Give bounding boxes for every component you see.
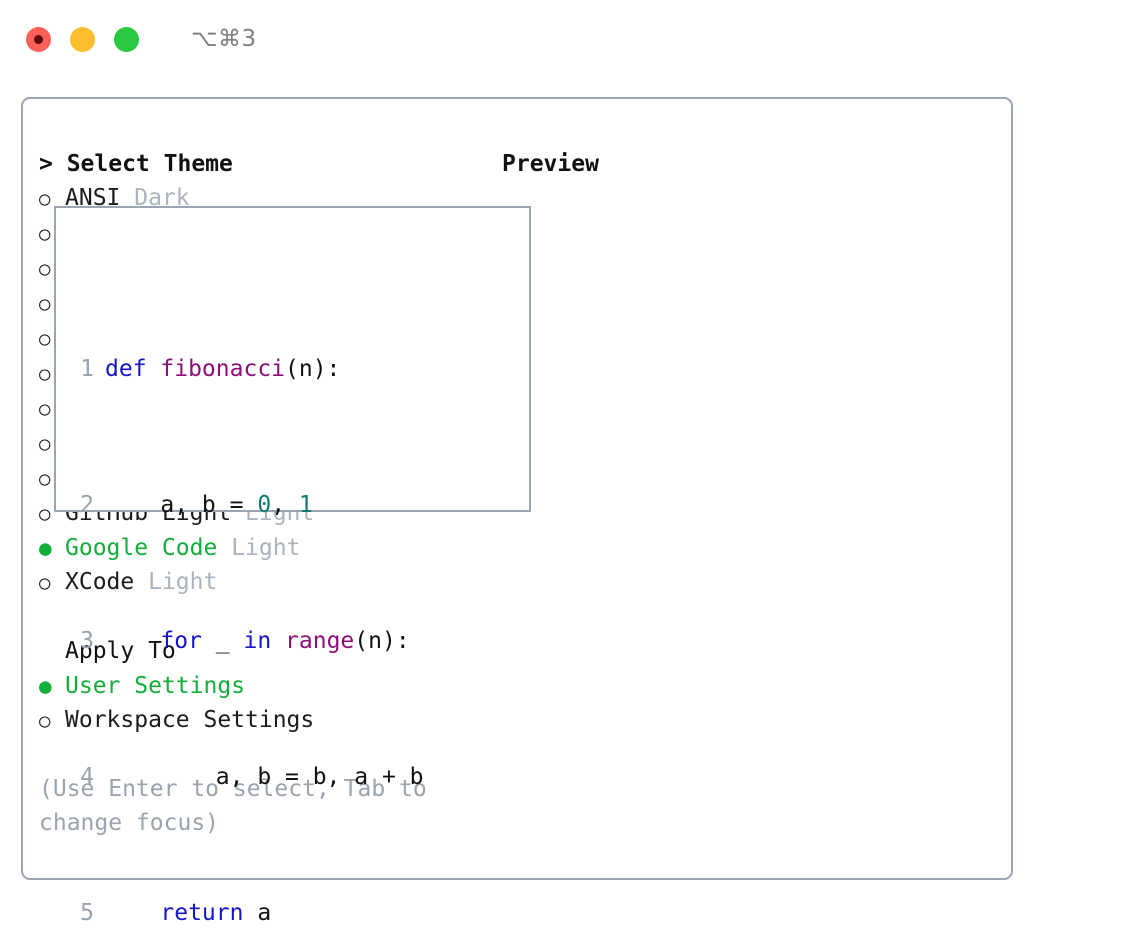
keyboard-shortcut-label: ⌥⌘3 — [191, 26, 257, 52]
apply-to-label: Workspace Settings — [65, 707, 315, 733]
radio-unselected-icon: ○ — [39, 468, 51, 490]
line-content: a, b = b, a + b — [94, 760, 424, 794]
close-window-button[interactable] — [26, 26, 51, 52]
keyboard-hint-text: (Use Enter to select, Tab to change focu… — [39, 776, 427, 836]
token-plain — [105, 900, 160, 926]
window-controls — [26, 26, 139, 52]
theme-variant: Light — [148, 569, 218, 595]
token-plain: _ — [201, 628, 244, 654]
code-line: 4 a, b = b, a + b — [70, 760, 451, 794]
theme-option-xcode-light[interactable]: ○ XCode Light — [39, 565, 489, 600]
token-number: 1 — [298, 492, 313, 518]
line-content: def fibonacci(n): — [94, 352, 340, 386]
token-plain — [271, 628, 285, 654]
heading-indent-spacer: · — [39, 635, 65, 669]
line-number: 2 — [80, 492, 94, 518]
token-plain: , — [271, 492, 299, 518]
line-number: 1 — [80, 356, 94, 382]
record-dot-icon — [34, 34, 43, 44]
main-panel: > Select Theme ○ ANSI Dark ○ Atom One Da… — [21, 97, 1013, 926]
token-plain: a — [243, 900, 272, 926]
theme-name: XCode — [65, 569, 135, 595]
line-number: 5 — [80, 900, 94, 926]
apply-to-option-user-settings[interactable]: ● User Settings — [39, 669, 489, 703]
theme-variant: Light — [231, 535, 301, 561]
line-content: a, b = 0, 1 — [94, 488, 313, 522]
apply-to-label: User Settings — [65, 673, 246, 699]
radio-unselected-icon: ○ — [39, 293, 51, 315]
radio-unselected-icon: ○ — [39, 223, 51, 245]
code-preview: 1 def fibonacci(n): 2 a, b = 0, 1 3 for … — [70, 250, 451, 934]
token-number: 0 — [257, 492, 272, 518]
maximize-window-button[interactable] — [114, 26, 139, 52]
apply-to-option-list[interactable]: ● User Settings ○ Workspace Settings — [39, 669, 489, 738]
radio-unselected-icon: ○ — [39, 328, 51, 350]
title-bar: ⌥⌘3 — [0, 0, 1140, 78]
radio-unselected-icon: ○ — [39, 398, 51, 420]
token-plain: (n): — [354, 628, 410, 654]
select-theme-heading: > Select Theme — [39, 151, 233, 177]
apply-to-option-workspace-settings[interactable]: ○ Workspace Settings — [39, 703, 489, 738]
radio-unselected-icon: ○ — [39, 572, 51, 594]
radio-unselected-icon: ○ — [39, 710, 51, 732]
apply-to-heading: Apply To — [65, 638, 176, 664]
radio-unselected-icon: ○ — [39, 258, 51, 280]
line-number: 4 — [80, 764, 94, 790]
token-function: range — [285, 628, 355, 654]
theme-name: Google Code — [65, 535, 218, 561]
code-line: 2 a, b = 0, 1 — [70, 488, 451, 522]
minimize-window-button[interactable] — [70, 26, 95, 52]
radio-selected-icon: ● — [39, 674, 52, 698]
apply-to-heading-row: · Apply To — [39, 634, 489, 669]
token-function: fibonacci — [160, 356, 286, 382]
token-plain: (n): — [285, 356, 341, 382]
token-plain: a, b = b, a + b — [105, 764, 424, 790]
token-keyword: in — [243, 628, 272, 654]
theme-option-google-code-light[interactable]: ● Google Code Light — [39, 531, 489, 565]
radio-selected-icon: ● — [39, 536, 52, 560]
line-content: for _ in range(n): — [94, 624, 410, 658]
radio-unselected-icon: ○ — [39, 433, 51, 455]
token-plain: a, b = — [105, 492, 258, 518]
line-content: return a — [94, 896, 271, 930]
preview-box: 1 def fibonacci(n): 2 a, b = 0, 1 3 for … — [54, 206, 531, 926]
token-keyword: def — [105, 356, 161, 382]
token-keyword: return — [160, 900, 244, 926]
radio-unselected-icon: ○ — [39, 503, 51, 525]
token-plain — [105, 628, 160, 654]
token-keyword: for — [160, 628, 202, 654]
line-number: 3 — [80, 628, 94, 654]
radio-unselected-icon: ○ — [39, 188, 51, 210]
radio-unselected-icon: ○ — [39, 363, 51, 385]
code-line: 1 def fibonacci(n): — [70, 352, 451, 386]
preview-heading: Preview — [502, 151, 599, 177]
code-line: 3 for _ in range(n): — [70, 624, 451, 658]
code-line: 5 return a — [70, 896, 451, 930]
preview-column: Preview — [502, 147, 997, 181]
